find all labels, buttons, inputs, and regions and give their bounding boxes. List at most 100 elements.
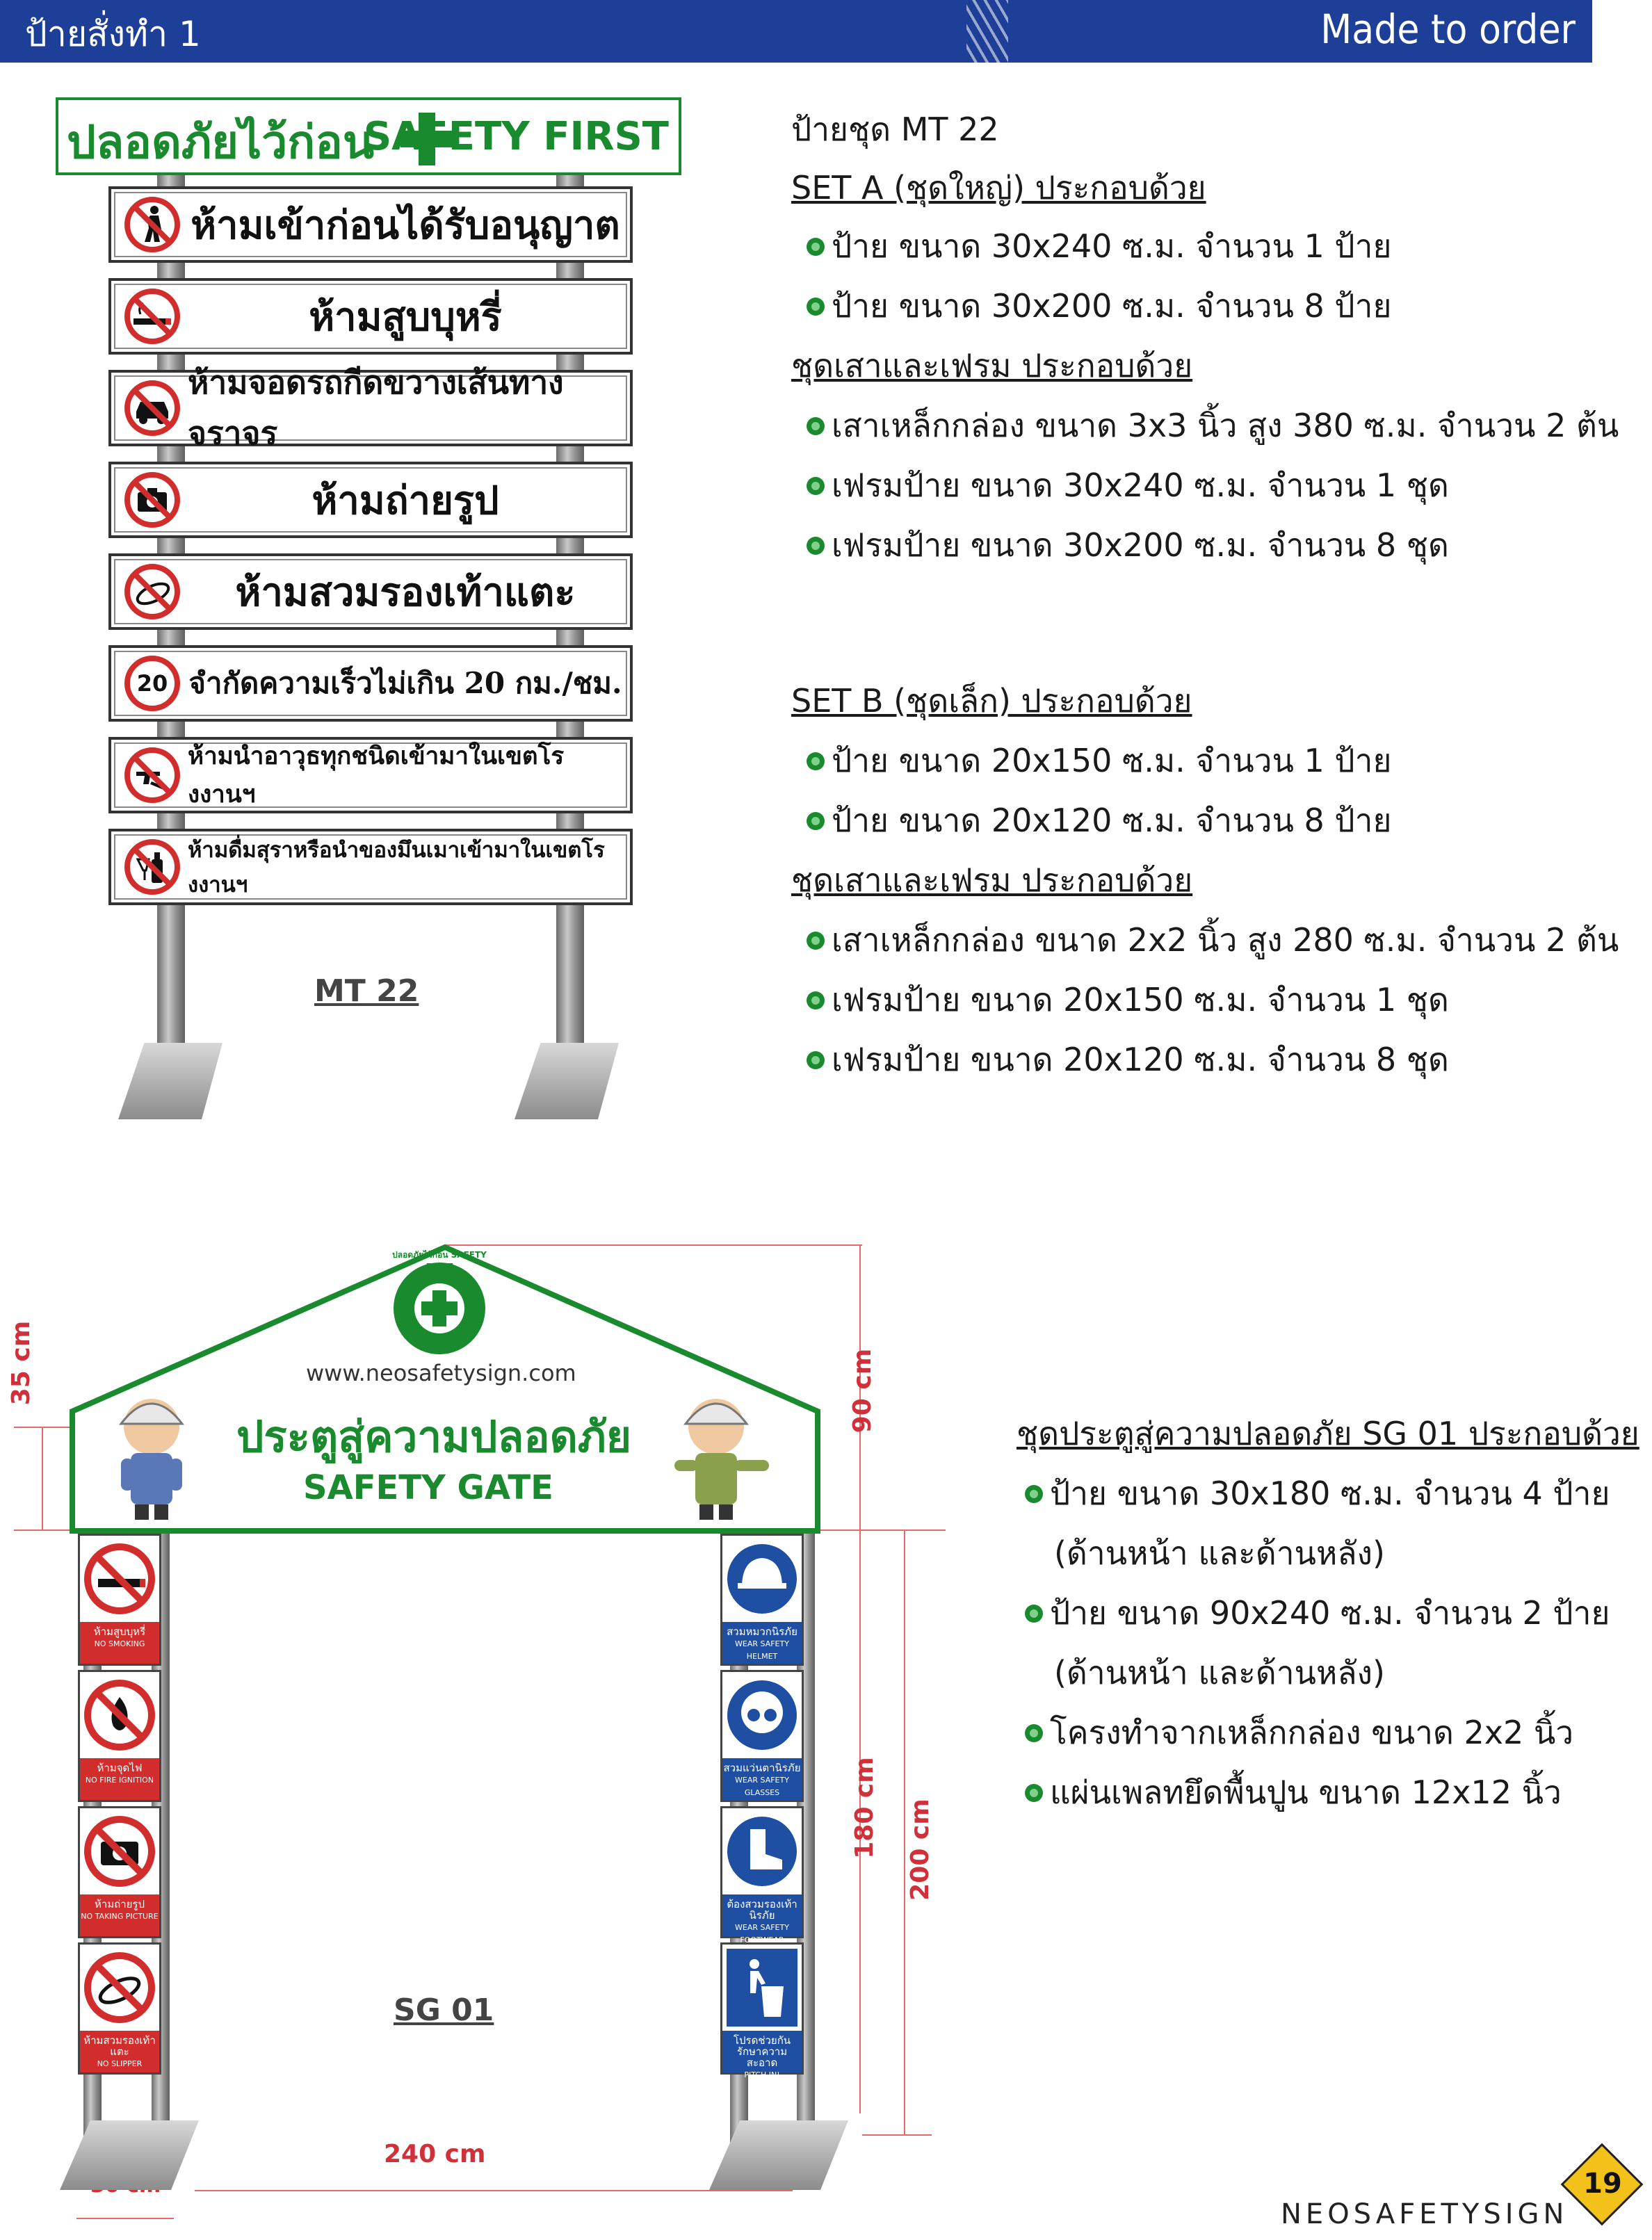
sg01-title-english: SAFETY GATE [303, 1468, 553, 1507]
bullet-icon [1025, 1605, 1043, 1623]
trash-bin-icon [727, 1949, 797, 2027]
page-number: 19 [1583, 2168, 1622, 2200]
green-cross-icon [400, 113, 453, 165]
mt22-sign-6: 20 จำกัดความเร็วไม่เกิน 20 กม./ชม. [108, 645, 633, 722]
sign-text: ห้ามจอดรถกีดขวางเส้นทางจราจร [188, 364, 564, 452]
left-worker-mascot-icon [118, 1399, 185, 1520]
sg01-left-sign-1: ห้ามสูบบุหรี่NO SMOKING [78, 1534, 161, 1666]
sg01-item-2-note: (ด้านหน้า และด้านหลัง) [1054, 1654, 1385, 1691]
speed-limit-20-icon: 20 [124, 656, 180, 711]
goggles-icon [727, 1680, 797, 1750]
dim-line-top [445, 1244, 862, 1246]
set-b-item-2: ป้าย ขนาด 20x120 ซ.ม. จำนวน 8 ป้าย [807, 795, 1391, 846]
mt22-sign-5: ห้ามสวมรองเท้าแตะ [108, 553, 633, 630]
bullet-icon [1025, 1485, 1043, 1503]
no-camera-icon [124, 472, 180, 528]
sign-text: จำกัดความเร็วไม่เกิน 20 กม./ชม. [188, 666, 622, 700]
boot-icon [727, 1817, 797, 1886]
no-smoking-icon [124, 289, 180, 344]
mt22-title: ป้ายชุด MT 22 [791, 111, 999, 148]
sign-text: ห้ามถ่ายรูป [311, 477, 499, 524]
sign-text: ห้ามสูบบุหรี่ [309, 293, 502, 340]
dim-line-90-v [859, 1244, 861, 1529]
sign-text: ห้ามดื่มสุราหรือนำของมึนเมาเข้ามาในเขตโร… [188, 838, 605, 898]
sg01-item-2: ป้าย ขนาด 90x240 ซ.ม. จำนวน 2 ป้าย [1025, 1588, 1610, 1639]
set-a-frame-item-1: เสาเหล็กกล่อง ขนาด 3x3 นิ้ว สูง 380 ซ.ม.… [807, 400, 1619, 451]
set-b-frame-item-3: เฟรมป้าย ขนาด 20x120 ซ.ม. จำนวน 8 ชุด [807, 1034, 1449, 1085]
no-entry-person-icon [124, 197, 180, 252]
header-right-title: Made to order [1320, 6, 1576, 53]
mt22-sign-7: ห้ามนำอาวุธทุกชนิดเข้ามาในเขตโรงงานฯ [108, 737, 633, 813]
dim-line-180-v [859, 1529, 861, 2113]
no-camera-icon [84, 1816, 155, 1887]
no-slipper-icon [124, 564, 180, 619]
set-a-item-1: ป้าย ขนาด 30x240 ซ.ม. จำนวน 1 ป้าย [807, 221, 1391, 272]
dim-line-240-h [195, 2190, 793, 2191]
set-a-frame-item-3: เฟรมป้าย ขนาด 30x200 ซ.ม. จำนวน 8 ชุด [807, 520, 1449, 571]
sg01-title-thai: ประตูสู่ความปลอดภัย [236, 1411, 632, 1462]
set-b-heading: SET B (ชุดเล็ก) ประกอบด้วย [791, 682, 1192, 720]
mt22-safety-first-banner: ปลอดภัยไว้ก่อน SAFETY FIRST [56, 97, 681, 175]
no-parking-car-icon [124, 380, 180, 436]
dim-200-label: 200 cm [905, 1799, 934, 1901]
sign-text: ห้ามเข้าก่อนได้รับอนุญาต [191, 202, 620, 248]
dim-180-label: 180 cm [850, 1757, 879, 1859]
mt22-sign-2: ห้ามสูบบุหรี่ [108, 278, 633, 355]
no-slipper-icon [84, 1952, 155, 2023]
dim-240-label: 240 cm [384, 2140, 486, 2168]
sg01-logo-text: ปลอดภัยไว้ก่อน SAFETY FIRST [392, 1250, 487, 1272]
dim-line-200-v [904, 1529, 905, 2134]
footer-brand: NEOSAFETYSIGN [1281, 2198, 1569, 2230]
mt22-sign-1: ห้ามเข้าก่อนได้รับอนุญาต [108, 186, 633, 263]
header-left-title: ป้ายสั่งทำ 1 [25, 14, 201, 54]
bullet-icon [807, 752, 825, 770]
dim-line-35-v [42, 1427, 43, 1529]
speed-limit-number: 20 [137, 670, 168, 697]
helmet-icon [727, 1544, 797, 1614]
mt22-sign-4: ห้ามถ่ายรูป [108, 462, 633, 538]
page-header: ป้ายสั่งทำ 1 Made to order [0, 0, 1592, 63]
bullet-icon [807, 238, 825, 256]
dim-90-label: 90 cm [848, 1348, 877, 1434]
dim-35-label: 35 cm [7, 1320, 36, 1406]
header-stripes [966, 0, 1008, 63]
no-fire-icon [84, 1680, 155, 1751]
no-weapons-icon [124, 747, 180, 803]
sign-caption: ห้ามสูบบุหรี่NO SMOKING [80, 1622, 159, 1664]
bullet-icon [1025, 1724, 1043, 1742]
banner-thai-text: ปลอดภัยไว้ก่อน [67, 115, 374, 169]
dim-line-roof-base [14, 1427, 111, 1428]
dim-line-ground [862, 2134, 932, 2136]
sg01-website: www.neosafetysign.com [306, 1360, 576, 1386]
bullet-icon [807, 991, 825, 1009]
sg01-item-4: แผ่นเพลทยึดพื้นปูน ขนาด 12x12 นิ้ว [1025, 1767, 1562, 1818]
no-alcohol-icon [124, 839, 180, 895]
sign-text: ห้ามสวมรองเท้าแตะ [235, 569, 576, 615]
no-smoking-icon [84, 1543, 155, 1614]
bullet-icon [807, 477, 825, 495]
safety-first-logo-icon [394, 1263, 485, 1354]
sg01-item-1-note: (ด้านหน้า และด้านหลัง) [1054, 1534, 1385, 1572]
bullet-icon [807, 537, 825, 555]
banner-english-text: SAFETY FIRST [363, 114, 669, 159]
bullet-icon [807, 417, 825, 435]
set-a-frame-heading: ชุดเสาและเฟรม ประกอบด้วย [791, 347, 1193, 384]
mt22-sign-3: ห้ามจอดรถกีดขวางเส้นทางจราจร [108, 364, 633, 452]
set-a-item-2: ป้าย ขนาด 30x200 ซ.ม. จำนวน 8 ป้าย [807, 281, 1391, 332]
sg01-heading: ชุดประตูสู่ความปลอดภัย SG 01 ประกอบด้วย [1017, 1415, 1639, 1452]
set-a-frame-item-2: เฟรมป้าย ขนาด 30x240 ซ.ม. จำนวน 1 ชุด [807, 460, 1449, 511]
sg01-model-label: SG 01 [394, 1993, 494, 2028]
set-b-frame-item-1: เสาเหล็กกล่อง ขนาด 2x2 นิ้ว สูง 280 ซ.ม.… [807, 915, 1619, 966]
